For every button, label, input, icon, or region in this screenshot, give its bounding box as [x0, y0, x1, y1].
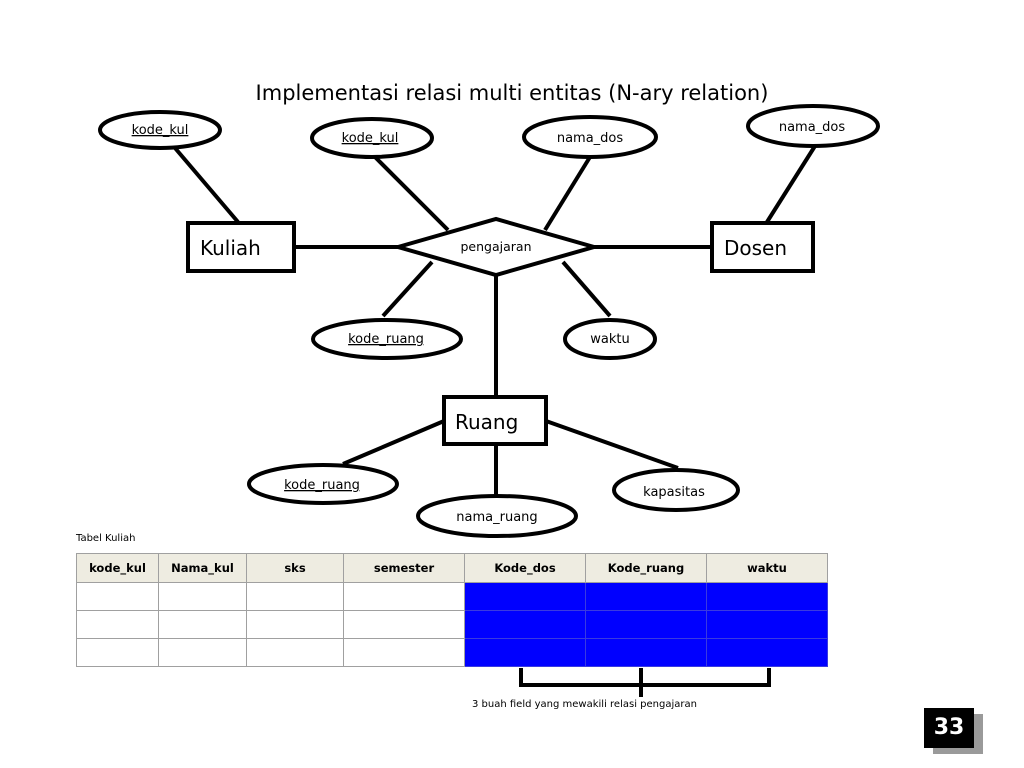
attr-label-rel-kode-kul: kode_kul: [342, 131, 399, 146]
page-number-badge: 33: [924, 708, 974, 748]
relationship-label: pengajaran: [461, 239, 532, 254]
table-cell: [246, 582, 344, 611]
table-cell-highlighted: [464, 582, 586, 611]
table-header-kode-kul: kode_kul: [76, 553, 159, 583]
table-cell: [158, 610, 247, 639]
attr-label-kuliah-kode-kul: kode_kul: [132, 123, 189, 138]
attr-ellipse-rel-nama-dos: [522, 115, 658, 159]
table-cell-highlighted: [585, 610, 707, 639]
attr-ellipse-ruang-kapasitas: [612, 468, 740, 512]
line-dosen-nama-dos: [765, 144, 817, 224]
table-cell: [343, 582, 465, 611]
attr-label-ruang-nama-ruang: nama_ruang: [456, 510, 537, 525]
table-cell: [246, 610, 344, 639]
attr-ellipse-dosen-nama-dos: [746, 104, 880, 148]
table-cell-highlighted: [585, 638, 707, 667]
table-caption: Tabel Kuliah: [76, 533, 136, 544]
table-header-semester: semester: [343, 553, 465, 583]
table-cell-highlighted: [706, 610, 828, 639]
table-cell-highlighted: [706, 582, 828, 611]
attr-label-ruang-kapasitas: kapasitas: [643, 485, 705, 500]
attr-label-rel-nama-dos: nama_dos: [557, 131, 624, 146]
attr-ellipse-rel-waktu: [563, 318, 657, 360]
attr-ellipse-ruang-kode-ruang: [247, 463, 399, 505]
kuliah-table: kode_kul Nama_kul sks semester Kode_dos …: [76, 553, 828, 667]
table-header-nama-kul: Nama_kul: [158, 553, 247, 583]
table-cell: [343, 610, 465, 639]
table-cell-highlighted: [464, 610, 586, 639]
table-header-waktu: waktu: [706, 553, 828, 583]
table-header-kode-dos: Kode_dos: [464, 553, 586, 583]
connector-lines: [173, 144, 817, 496]
line-rel-nama-dos: [543, 155, 592, 232]
table-cell-highlighted: [464, 638, 586, 667]
line-kuliah-kode-kul: [173, 146, 240, 224]
entity-label-dosen: Dosen: [724, 236, 787, 260]
attr-label-ruang-kode-ruang: kode_ruang: [284, 478, 360, 493]
table-cell: [76, 638, 159, 667]
attr-ellipse-ruang-nama-ruang: [416, 494, 578, 538]
entity-box-ruang: [442, 395, 548, 446]
attr-label-rel-kode-ruang: kode_ruang: [348, 332, 424, 347]
line-rel-kode-kul: [373, 155, 450, 232]
entity-box-dosen: [710, 221, 815, 273]
table-row: [76, 610, 828, 639]
table-row: [76, 638, 828, 667]
table-cell-highlighted: [585, 582, 707, 611]
table-header-row: kode_kul Nama_kul sks semester Kode_dos …: [76, 553, 828, 583]
table-row: [76, 582, 828, 611]
table-cell: [76, 582, 159, 611]
line-rel-kode-ruang: [381, 260, 434, 318]
slide-title: Implementasi relasi multi entitas (N-ary…: [255, 81, 769, 105]
attr-ellipse-kuliah-kode-kul: [98, 110, 222, 150]
bracket-note: 3 buah field yang mewakili relasi pengaj…: [472, 699, 697, 710]
table-cell: [246, 638, 344, 667]
line-ruang-kapasitas: [545, 419, 679, 470]
entity-box-kuliah: [186, 221, 296, 273]
attr-ellipse-rel-kode-ruang: [311, 318, 463, 360]
table-cell: [343, 638, 465, 667]
entity-label-kuliah: Kuliah: [200, 236, 261, 260]
table-header-sks: sks: [246, 553, 344, 583]
attr-label-rel-waktu: waktu: [590, 332, 629, 347]
table-cell: [158, 582, 247, 611]
table-cell-highlighted: [706, 638, 828, 667]
line-ruang-kode-ruang: [342, 419, 445, 466]
entity-label-ruang: Ruang: [455, 410, 518, 434]
table-header-kode-ruang: Kode_ruang: [585, 553, 707, 583]
relationship-diamond: [390, 216, 602, 278]
attr-ellipse-rel-kode-kul: [310, 117, 434, 159]
table-cell: [76, 610, 159, 639]
attr-label-dosen-nama-dos: nama_dos: [779, 120, 846, 135]
line-rel-waktu: [561, 260, 612, 318]
table-cell: [158, 638, 247, 667]
